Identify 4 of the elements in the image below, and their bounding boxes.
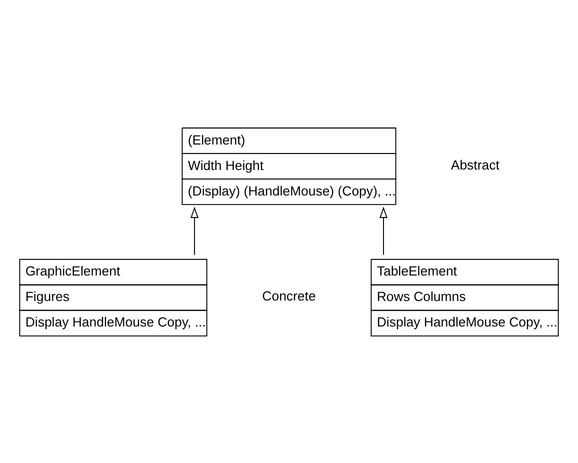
label: Concrete [262,288,316,304]
arrow [380,206,388,256]
arrow [190,206,198,256]
label: Abstract [450,157,500,172]
